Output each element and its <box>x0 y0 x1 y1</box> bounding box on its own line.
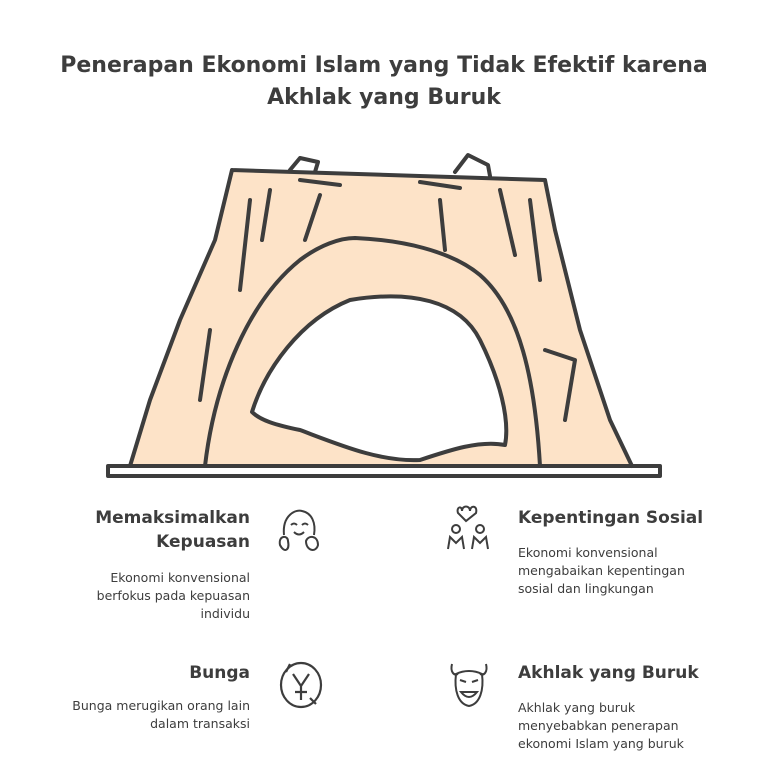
title-line: Memaksimalkan <box>95 508 250 528</box>
yen-coin-icon <box>279 661 323 709</box>
rock-arch-illustration <box>106 153 662 478</box>
item-desc-akhlak: Akhlak yang buruk menyebabkan penerapan ek… <box>518 699 758 753</box>
desc-line: sosial dan lingkungan <box>518 581 654 596</box>
desc-line: ekonomi Islam yang buruk <box>518 736 684 751</box>
desc-line: menyebabkan penerapan <box>518 718 679 733</box>
desc-line: berfokus pada kepuasan <box>96 588 250 603</box>
item-desc-sosial: Ekonomi konvensional mengabaikan kepentin… <box>518 544 758 598</box>
item-title-sosial: Kepentingan Sosial <box>518 508 704 528</box>
devil-face-icon <box>450 663 488 708</box>
page-title: Penerapan Ekonomi Islam yang Tidak Efekt… <box>0 50 768 114</box>
desc-line: Akhlak yang buruk <box>518 700 636 715</box>
item-title-bunga: Bunga <box>189 663 250 683</box>
item-desc-bunga: Bunga merugikan orang lain dalam transaks… <box>20 697 250 733</box>
desc-line: dalam transaksi <box>150 716 250 731</box>
title-line-2: Akhlak yang Buruk <box>267 85 501 110</box>
item-title-akhlak: Akhlak yang Buruk <box>518 663 699 683</box>
desc-line: mengabaikan kepentingan <box>518 563 685 578</box>
title-line-1: Penerapan Ekonomi Islam yang Tidak Efekt… <box>60 53 708 78</box>
title-line: Kepuasan <box>156 532 250 552</box>
desc-line: individu <box>200 606 250 621</box>
desc-line: Bunga merugikan orang lain <box>72 698 250 713</box>
item-desc-maksimal: Ekonomi konvensional berfokus pada kepuas… <box>40 569 250 623</box>
desc-line: Ekonomi konvensional <box>110 570 250 585</box>
people-heart-icon <box>447 505 489 550</box>
happy-person-icon <box>278 509 320 551</box>
desc-line: Ekonomi konvensional <box>518 545 658 560</box>
